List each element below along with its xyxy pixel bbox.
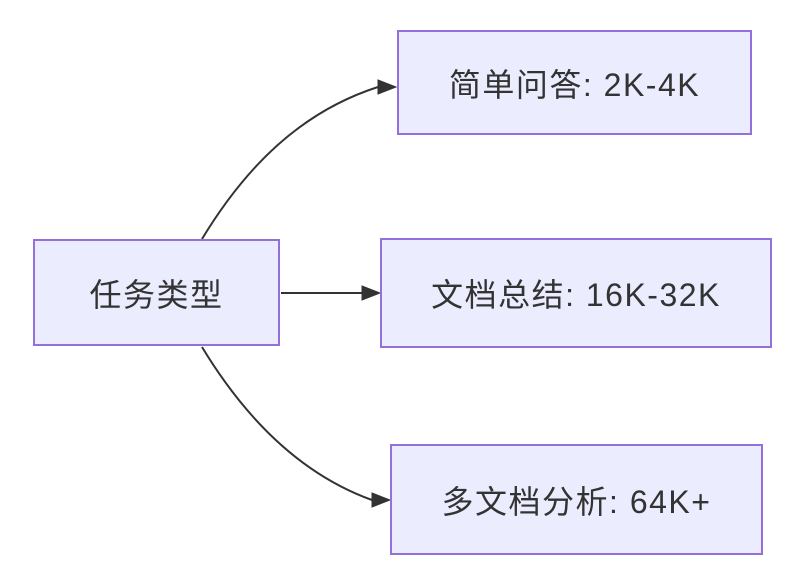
edge-root-to-simple-qa: [201, 79, 398, 240]
edge-root-to-multi-doc: [201, 346, 392, 508]
node-label: 任务类型: [89, 276, 224, 313]
edge-line: [201, 346, 373, 501]
node-simple-qa: 简单问答: 2K-4K: [397, 30, 752, 135]
arrowhead-icon: [377, 79, 398, 95]
node-task-type: 任务类型: [33, 239, 280, 346]
node-label: 简单问答: 2K-4K: [448, 66, 701, 103]
node-multi-doc: 多文档分析: 64K+: [390, 444, 763, 555]
arrowhead-icon: [371, 492, 392, 508]
node-label: 文档总结: 16K-32K: [431, 277, 721, 313]
arrowhead-icon: [361, 285, 382, 301]
node-doc-summary: 文档总结: 16K-32K: [380, 238, 772, 348]
edge-root-to-doc-summary: [281, 285, 382, 301]
edge-line: [201, 86, 379, 240]
node-label: 多文档分析: 64K+: [441, 483, 712, 520]
